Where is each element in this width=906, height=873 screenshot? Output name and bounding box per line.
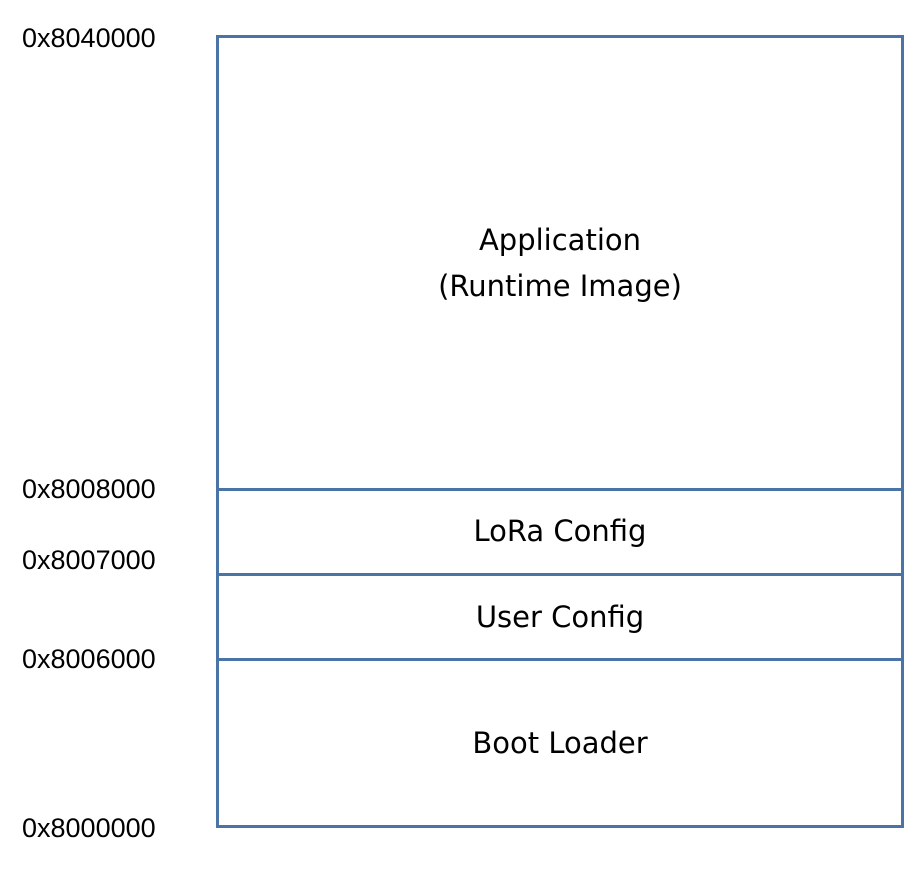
region-user-config-label: User Config	[476, 594, 644, 640]
address-label-top: 0x8040000	[22, 23, 156, 53]
region-lora-config: LoRa Config	[216, 488, 904, 576]
address-label-lora-config-start: 0x8007000	[22, 545, 156, 575]
region-user-config: User Config	[216, 573, 904, 661]
region-boot-loader: Boot Loader	[216, 658, 904, 828]
region-lora-config-label: LoRa Config	[474, 508, 647, 554]
address-label-base: 0x8000000	[22, 813, 156, 843]
address-label-user-config-start: 0x8006000	[22, 644, 156, 674]
region-boot-loader-label: Boot Loader	[472, 720, 647, 766]
address-label-application-start: 0x8008000	[22, 474, 156, 504]
region-application-title: Application	[479, 217, 641, 263]
memory-map: Application (Runtime Image) LoRa Config …	[216, 35, 906, 828]
region-application-subtitle: (Runtime Image)	[438, 263, 682, 309]
region-application: Application (Runtime Image)	[216, 35, 904, 491]
